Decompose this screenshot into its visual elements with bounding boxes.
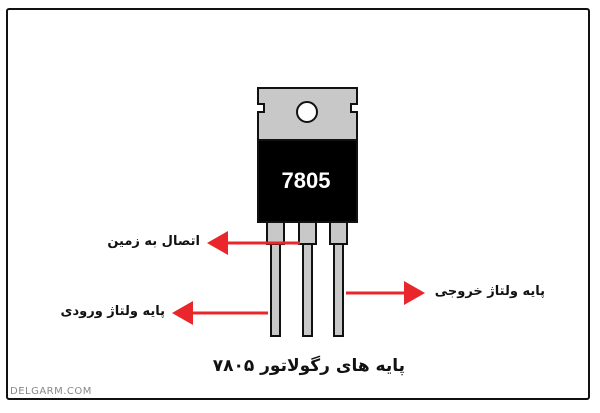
lead-ground [302,243,313,337]
diagram-caption: پایه های رگولاتور ۷۸۰۵ [212,356,405,376]
lead-shoulder-left [266,221,285,245]
input-label: پایه ولتاژ ورودی [60,304,165,319]
lead-shoulder-middle [298,221,317,245]
mounting-hole [296,101,318,123]
watermark: DELGARM.COM [10,386,92,397]
lead-output [333,243,344,337]
ground-label: اتصال به زمین [107,234,200,249]
part-number: 7805 [282,168,331,193]
lead-input [270,243,281,337]
lead-shoulder-right [329,221,348,245]
output-label: پایه ولتاژ خروجی [434,284,545,299]
